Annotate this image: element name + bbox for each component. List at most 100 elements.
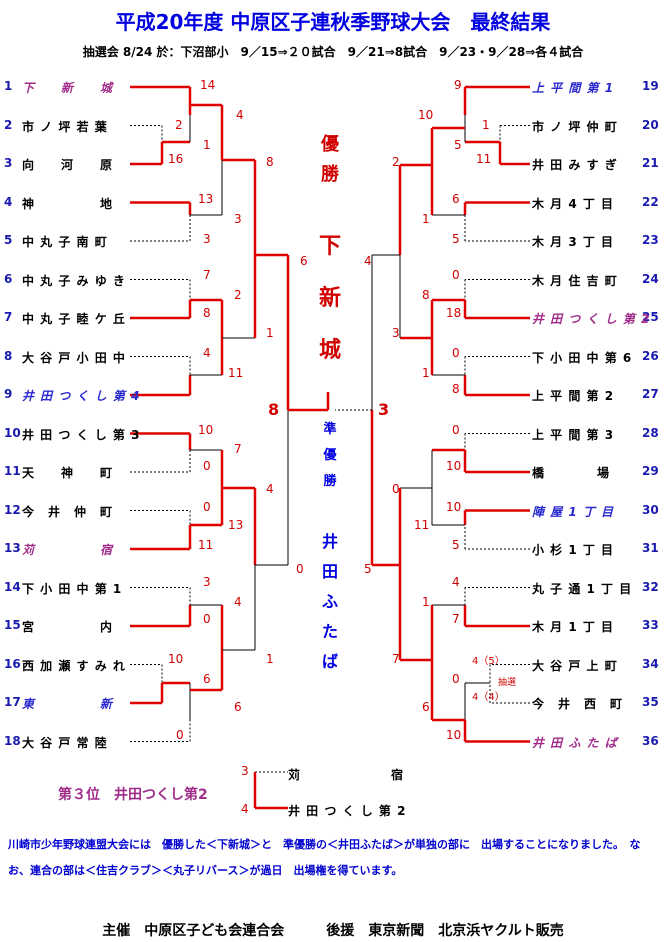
score-label: 1 bbox=[482, 118, 490, 132]
team-name: 上 平 間 第 3 bbox=[532, 427, 615, 442]
score-label: 0 bbox=[176, 728, 184, 742]
score-label: 10 bbox=[168, 652, 184, 666]
team-seed: 21 bbox=[642, 156, 659, 170]
team-seed: 7 bbox=[4, 310, 13, 324]
team-name: 大 谷 戸 常 陸 bbox=[22, 735, 108, 750]
team-name: 陣 屋 1 丁 目 bbox=[532, 504, 615, 519]
runnerup-label-char: 勝 bbox=[323, 474, 337, 489]
team-name: 木 月 4 丁 目 bbox=[532, 196, 615, 211]
team-seed: 11 bbox=[4, 464, 21, 478]
team-seed: 3 bbox=[4, 156, 13, 170]
schedule-text: 抽選会 8/24 於：下沼部小 9／15⇒２０試合 9／21⇒8試合 9／23・… bbox=[82, 45, 584, 59]
team-seed: 28 bbox=[642, 425, 659, 440]
team-seed: 16 bbox=[4, 656, 21, 671]
team-seed: 12 bbox=[4, 502, 21, 517]
final-score-left: 8 bbox=[268, 400, 280, 419]
lottery-score-a: 4（5） bbox=[472, 656, 505, 667]
score-label: 10 bbox=[446, 728, 462, 742]
team-name: 上 平 間 第 1 bbox=[532, 81, 615, 95]
score-label: 6 bbox=[300, 254, 308, 268]
team-name: 天 神 町 bbox=[22, 466, 114, 480]
third-place-label: 第３位 井田つくし第2 bbox=[58, 787, 208, 803]
score-label: 6 bbox=[234, 700, 242, 714]
team-name: 井 田 つ く し 第 2 bbox=[532, 312, 651, 326]
runnerup-team-char: ふ bbox=[321, 592, 338, 611]
score-label: 18 bbox=[446, 306, 462, 320]
team-seed: 14 bbox=[4, 579, 21, 594]
champion-label-char: 勝 bbox=[321, 164, 339, 185]
team-seed: 9 bbox=[4, 387, 13, 401]
runnerup-label-char: 準 bbox=[323, 422, 337, 437]
score-label: 0 bbox=[452, 672, 460, 686]
runnerup-team-char: 井 bbox=[321, 532, 338, 551]
champion-team-char: 下 bbox=[318, 234, 341, 259]
team-seed: 26 bbox=[642, 348, 659, 363]
team-name: 西 加 瀬 す み れ bbox=[22, 658, 126, 673]
team-name: 下 新 城 bbox=[22, 81, 114, 95]
team-name: 大 谷 戸 上 町 bbox=[532, 658, 618, 673]
score-label: 9 bbox=[454, 78, 462, 92]
team-seed: 1 bbox=[4, 79, 13, 93]
score-label: 11 bbox=[198, 538, 214, 552]
score-label: 7 bbox=[234, 442, 242, 456]
team-name: 苅 宿 bbox=[22, 543, 114, 557]
score-label: 3 bbox=[392, 326, 400, 340]
score-label: 2 bbox=[234, 288, 242, 302]
team-name: 大 谷 戸 小 田 中 bbox=[22, 350, 126, 365]
score-label: 10 bbox=[198, 423, 214, 437]
team-seed: 24 bbox=[642, 271, 659, 286]
score-label: 8 bbox=[422, 288, 430, 302]
score-label: 6 bbox=[422, 700, 430, 714]
team-seed: 13 bbox=[4, 541, 21, 555]
team-name: 東 新 bbox=[22, 697, 114, 711]
team-name: 井 田 ふ た ば bbox=[532, 735, 618, 750]
score-label: 13 bbox=[198, 192, 214, 206]
score-label: 0 bbox=[203, 459, 211, 473]
team-name: 中 丸 子 み ゆ き bbox=[22, 273, 126, 288]
team-name: 丸 子 通 1 丁 目 bbox=[532, 581, 633, 596]
team-name: 下 小 田 中 第 6 bbox=[532, 350, 633, 365]
score-label: 1 bbox=[203, 138, 211, 152]
score-label: 4 bbox=[364, 254, 372, 268]
team-name: 市 ノ 坪 仲 町 bbox=[532, 119, 618, 134]
score-label: 4 bbox=[266, 482, 274, 496]
score-label: 2 bbox=[175, 118, 183, 132]
team-seed: 35 bbox=[642, 695, 659, 709]
team-name: 井 田 み す ぎ bbox=[532, 158, 618, 172]
team-seed: 4 bbox=[4, 194, 13, 209]
score-label: 11 bbox=[414, 518, 430, 532]
score-label: 2 bbox=[392, 155, 400, 169]
score-label: 10 bbox=[418, 108, 434, 122]
third-team-bottom: 井 田 つ く し 第 2 bbox=[288, 804, 407, 818]
team-seed: 2 bbox=[4, 117, 13, 132]
team-seed: 23 bbox=[642, 233, 659, 247]
team-name: 宮 内 bbox=[22, 620, 114, 634]
score-label: 11 bbox=[476, 152, 492, 166]
team-name: 小 杉 1 丁 目 bbox=[532, 543, 615, 557]
team-seed: 18 bbox=[4, 733, 21, 748]
lottery-score-b: 4（4） bbox=[472, 692, 505, 703]
score-label: 1 bbox=[422, 212, 430, 226]
team-name: 下 小 田 中 第 1 bbox=[22, 581, 123, 596]
runnerup-label-char: 優 bbox=[323, 448, 337, 463]
score-label: 4 bbox=[234, 595, 242, 609]
team-seed: 27 bbox=[642, 387, 659, 401]
score-label: 1 bbox=[422, 366, 430, 380]
score-label: 11 bbox=[228, 366, 244, 380]
score-label: 7 bbox=[392, 652, 400, 666]
final-score-right: 3 bbox=[378, 400, 390, 419]
team-seed: 25 bbox=[642, 310, 659, 324]
team-name: 上 平 間 第 2 bbox=[532, 389, 615, 403]
team-seed: 8 bbox=[4, 348, 13, 363]
team-seed: 30 bbox=[642, 502, 659, 517]
lottery-label: 抽選 bbox=[498, 678, 517, 688]
runnerup-team-char: 田 bbox=[321, 562, 338, 581]
third-score-top: 3 bbox=[241, 764, 249, 778]
champion-team-char: 新 bbox=[318, 286, 341, 311]
team-seed: 34 bbox=[642, 656, 659, 671]
score-label: 6 bbox=[203, 672, 211, 686]
score-label: 0 bbox=[452, 268, 460, 282]
score-label: 4 bbox=[203, 346, 211, 360]
score-label: 10 bbox=[446, 500, 462, 514]
